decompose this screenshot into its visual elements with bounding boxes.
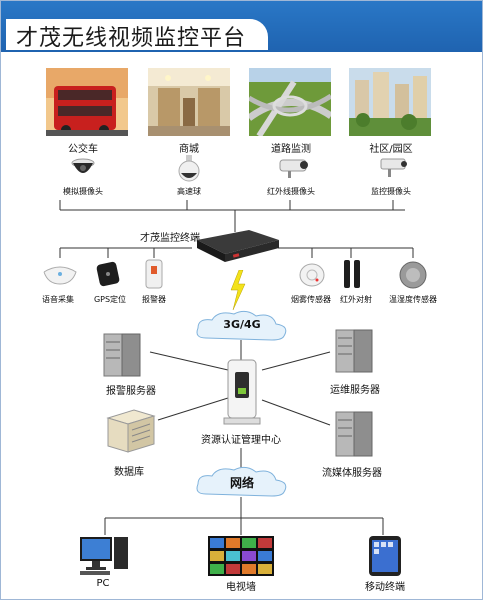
dome-camera-icon xyxy=(71,158,95,173)
alarm-server-icon xyxy=(103,333,141,377)
pc-icon xyxy=(80,537,128,575)
dvr-terminal-icon xyxy=(197,230,279,262)
scene-label-mall: 商城 xyxy=(179,144,199,155)
sensor-label-infrared: 红外对射 xyxy=(340,295,372,304)
cloud-3g-label: 3G/4G xyxy=(223,318,261,331)
speed-dome-icon xyxy=(178,155,200,182)
auth-center-label: 资源认证管理中心 xyxy=(201,435,281,446)
ops-server-label: 运维服务器 xyxy=(330,385,380,396)
sensor-label-alarm: 报警器 xyxy=(142,295,166,304)
infrared-beam-icon xyxy=(344,260,360,288)
gps-icon xyxy=(96,261,120,287)
title-bar: 才茂无线视频监控平台 xyxy=(0,0,483,52)
bullet-camera-icon xyxy=(380,158,407,177)
sensor-label-voice: 语音采集 xyxy=(42,295,74,304)
road-photo xyxy=(249,68,331,136)
ops-server-icon xyxy=(335,329,373,373)
alarm-icon xyxy=(145,259,163,289)
sensor-label-gps: GPS定位 xyxy=(93,295,127,304)
page-title: 才茂无线视频监控平台 xyxy=(16,26,247,51)
temperature-humidity-icon xyxy=(399,261,427,289)
video-wall-icon xyxy=(208,536,274,576)
camera-label-monitor: 监控摄像头 xyxy=(371,187,411,196)
cloud-network-label: 网络 xyxy=(229,476,255,490)
scene-label-bus: 公交车 xyxy=(68,144,98,155)
stream-server-label: 流媒体服务器 xyxy=(322,468,382,479)
auth-center-icon xyxy=(223,359,261,425)
client-label-pc: PC xyxy=(96,578,110,589)
database-label: 数据库 xyxy=(114,467,144,478)
database-icon xyxy=(106,409,156,453)
sensor-label-temp-humidity: 温湿度传感器 xyxy=(389,295,437,304)
camera-label-analog: 模拟摄像头 xyxy=(63,187,103,196)
3g-cloud-icon xyxy=(196,310,287,341)
scene-label-community: 社区/园区 xyxy=(369,144,413,155)
community-photo xyxy=(349,68,431,136)
title-panel: 才茂无线视频监控平台 xyxy=(6,19,268,51)
stream-server-icon xyxy=(335,411,373,457)
mall-photo xyxy=(148,68,230,136)
camera-label-infrared: 红外线摄像头 xyxy=(267,187,315,196)
microphone-icon xyxy=(43,266,77,285)
tablet-icon xyxy=(369,536,401,576)
infrared-camera-icon xyxy=(279,159,308,178)
client-label-video-wall: 电视墙 xyxy=(226,582,256,593)
terminal-label: 才茂监控终端 xyxy=(140,233,200,244)
bus-photo xyxy=(46,68,128,136)
camera-label-speed-dome: 高速球 xyxy=(177,187,201,196)
lightning-icon xyxy=(230,270,246,310)
client-label-mobile: 移动终端 xyxy=(365,582,405,593)
sensor-label-smoke: 烟雾传感器 xyxy=(291,295,331,304)
scene-label-road: 道路监测 xyxy=(271,144,311,155)
network-cloud-icon xyxy=(196,466,287,497)
alarm-server-label: 报警服务器 xyxy=(106,386,156,397)
smoke-sensor-icon xyxy=(299,263,325,287)
